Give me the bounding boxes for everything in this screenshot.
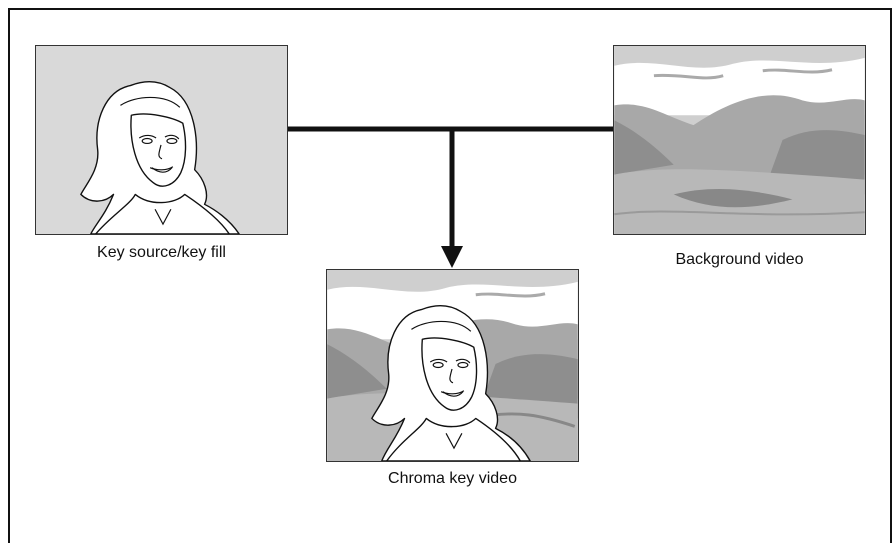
woman-over-landscape-illustration (327, 270, 578, 461)
chroma-key-caption: Chroma key video (388, 470, 517, 487)
chroma-key-output-panel (326, 269, 579, 462)
key-source-caption: Key source/key fill (97, 244, 226, 261)
background-caption: Background video (675, 251, 804, 268)
mountain-landscape-illustration (614, 46, 865, 234)
woman-portrait-illustration (36, 46, 287, 234)
key-source-panel (35, 45, 288, 235)
background-panel (613, 45, 866, 235)
diagram-frame (8, 8, 892, 543)
